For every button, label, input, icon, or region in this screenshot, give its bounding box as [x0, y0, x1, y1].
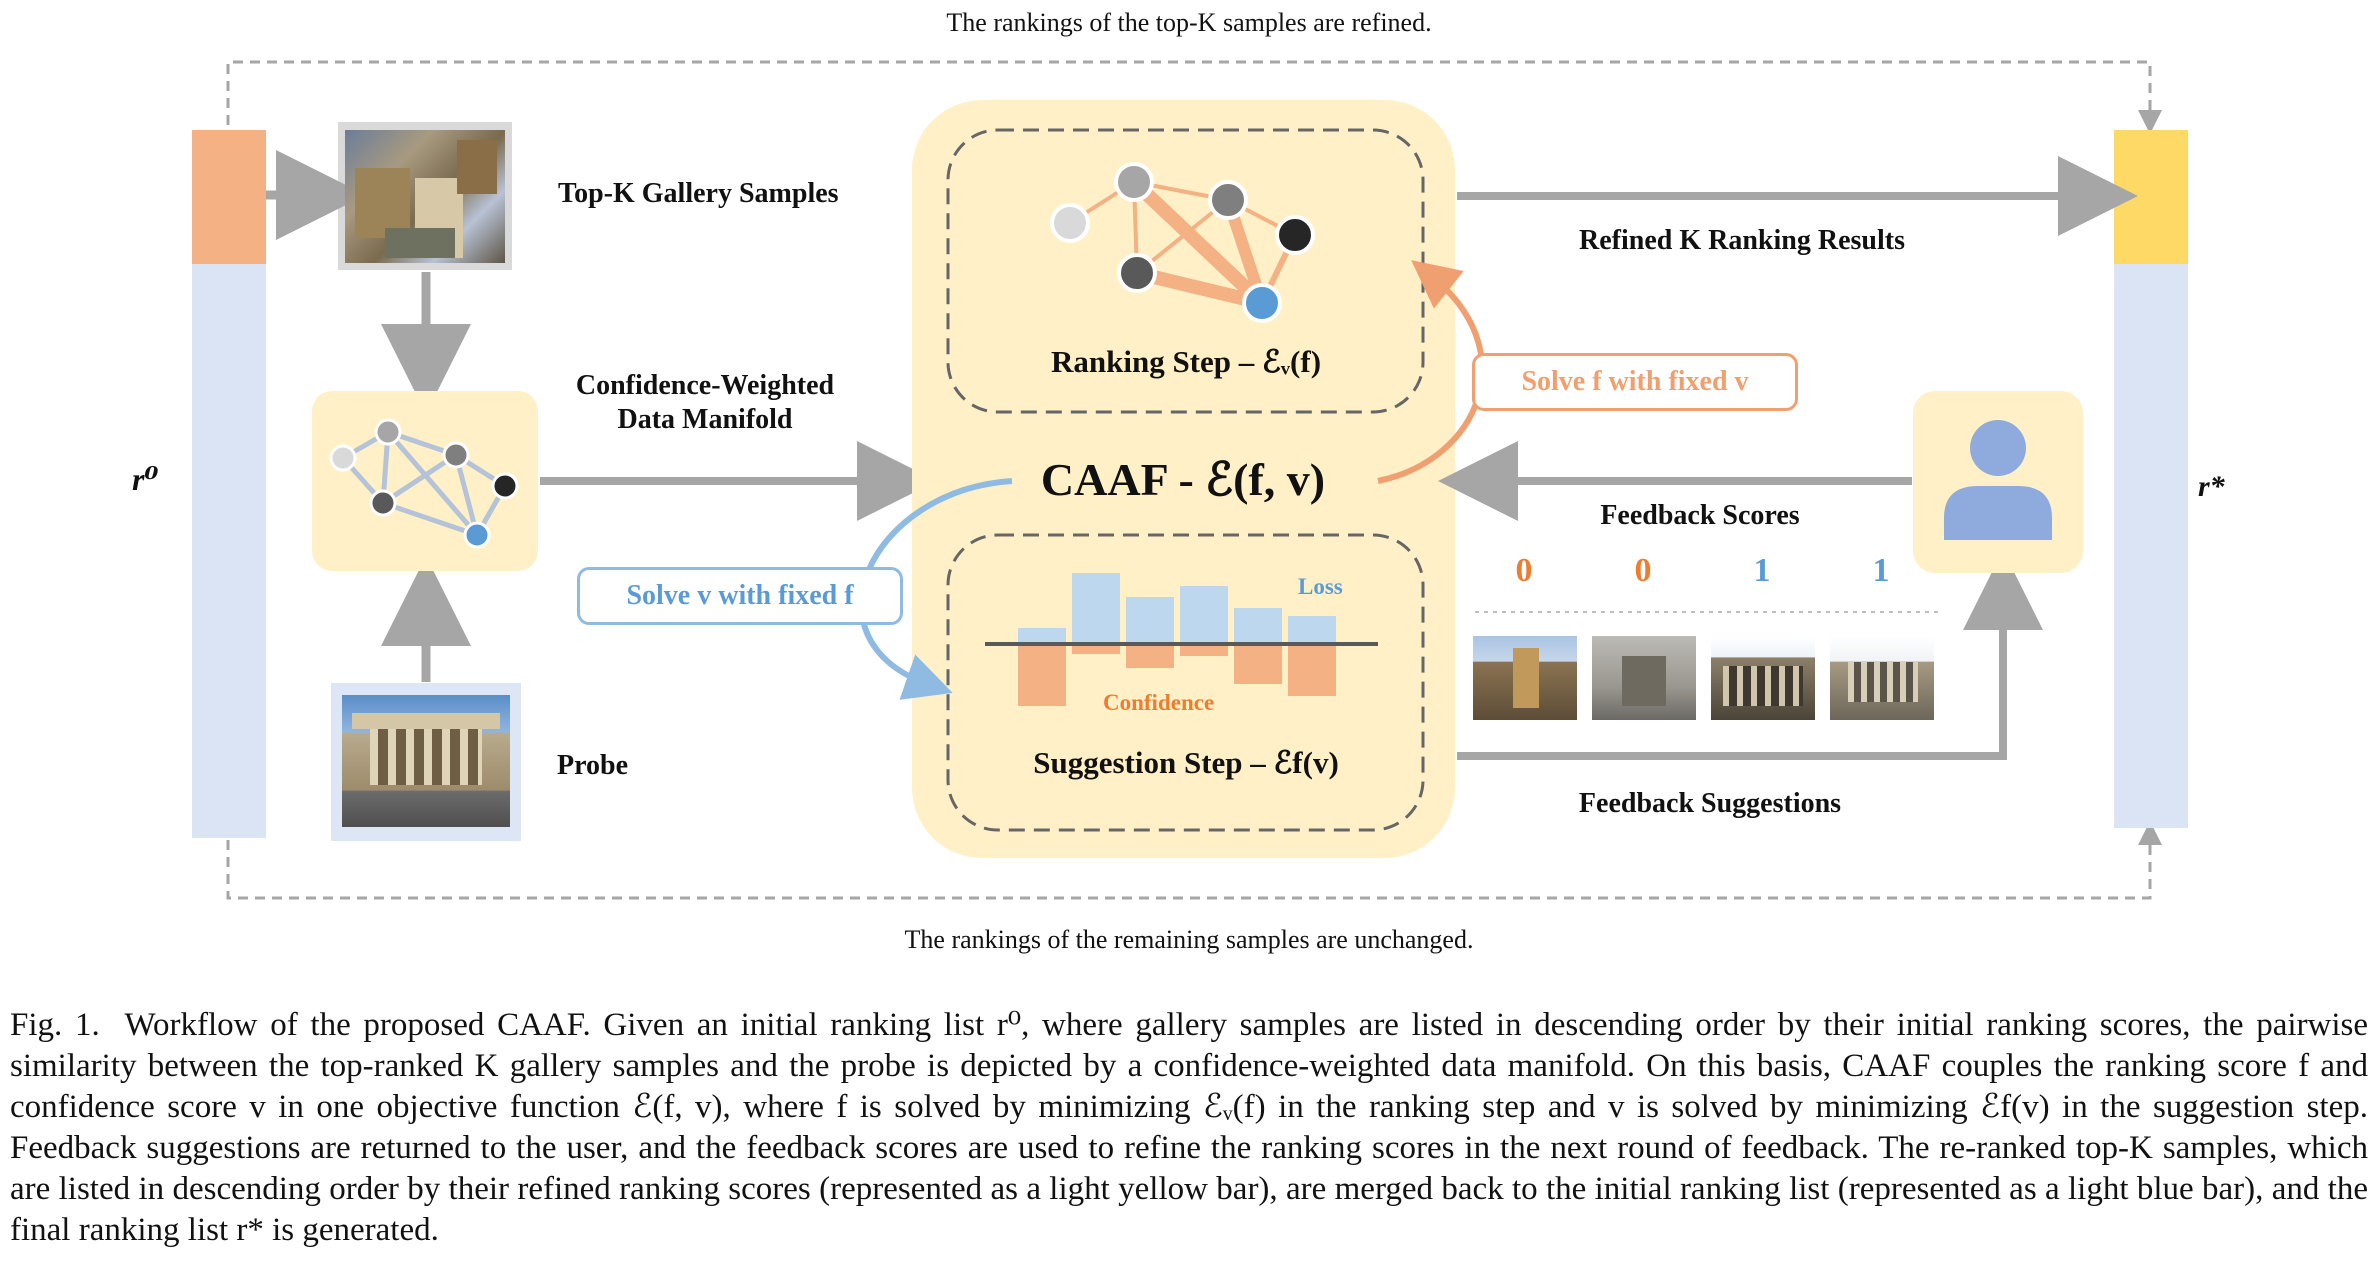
user-box — [1913, 391, 2083, 573]
ranking-graph — [1050, 162, 1315, 323]
solve-f-pill: Solve f with fixed v — [1472, 353, 1798, 411]
suggestion-photo-3 — [1711, 636, 1815, 720]
feedback-suggestions-label: Feedback Suggestions — [1578, 788, 1842, 819]
refined-results-label: Refined K Ranking Results — [1579, 225, 1905, 256]
initial-topk-segment — [192, 130, 266, 264]
gallery-photo-collage — [345, 130, 505, 263]
manifold-label-line1: Confidence-Weighted — [575, 370, 835, 401]
feedback-score-1: 0 — [1515, 552, 1533, 589]
top-refine-path — [226, 60, 2162, 134]
caption-text: Fig. 1. Workflow of the proposed CAAF. G… — [10, 1007, 2377, 1248]
bottom-unchanged-path — [226, 821, 2162, 900]
arrow-suggestions-user — [1457, 550, 2043, 760]
suggestion-step-label: Suggestion Step – ℰf(v) — [1033, 745, 1339, 780]
feedback-score-3: 1 — [1753, 552, 1771, 589]
ranking-step-label: Ranking Step – ℰᵥ(f) — [1050, 344, 1322, 379]
probe-photo — [342, 695, 510, 827]
figure-caption: Fig. 1. Workflow of the proposed CAAF. G… — [10, 1005, 2368, 1251]
manifold-graph — [329, 418, 519, 549]
feedback-score-4: 1 — [1872, 552, 1890, 589]
caaf-objective: CAAF - ℰ(f, v) — [1040, 454, 1326, 505]
suggestion-photo-1 — [1473, 636, 1577, 720]
feedback-score-2: 0 — [1634, 552, 1652, 589]
final-topk-segment — [2114, 130, 2188, 264]
rstar-label: r* — [2198, 470, 2225, 503]
feedback-scores-label: Feedback Scores — [1600, 500, 1800, 531]
ranking-step-box — [946, 128, 1425, 414]
probe-label: Probe — [557, 750, 629, 781]
loss-confidence-bars — [985, 573, 1378, 706]
bottom-note: The rankings of the remaining samples ar… — [904, 925, 1474, 954]
solve-v-pill: Solve v with fixed f — [577, 567, 903, 625]
r0-label: r⁰ — [132, 461, 159, 497]
suggestion-photo-4 — [1830, 636, 1934, 720]
gallery-label: Top-K Gallery Samples — [558, 178, 839, 209]
manifold-label-line2: Data Manifold — [617, 404, 793, 435]
confidence-label: Confidence — [1103, 690, 1215, 715]
suggestion-photo-2 — [1592, 636, 1696, 720]
solve-f-text: Solve f with fixed v — [1521, 366, 1749, 397]
loss-label: Loss — [1298, 574, 1343, 599]
solve-v-text: Solve v with fixed f — [626, 580, 854, 611]
user-icon — [1944, 420, 2052, 540]
top-note: The rankings of the top-K samples are re… — [946, 8, 1432, 37]
